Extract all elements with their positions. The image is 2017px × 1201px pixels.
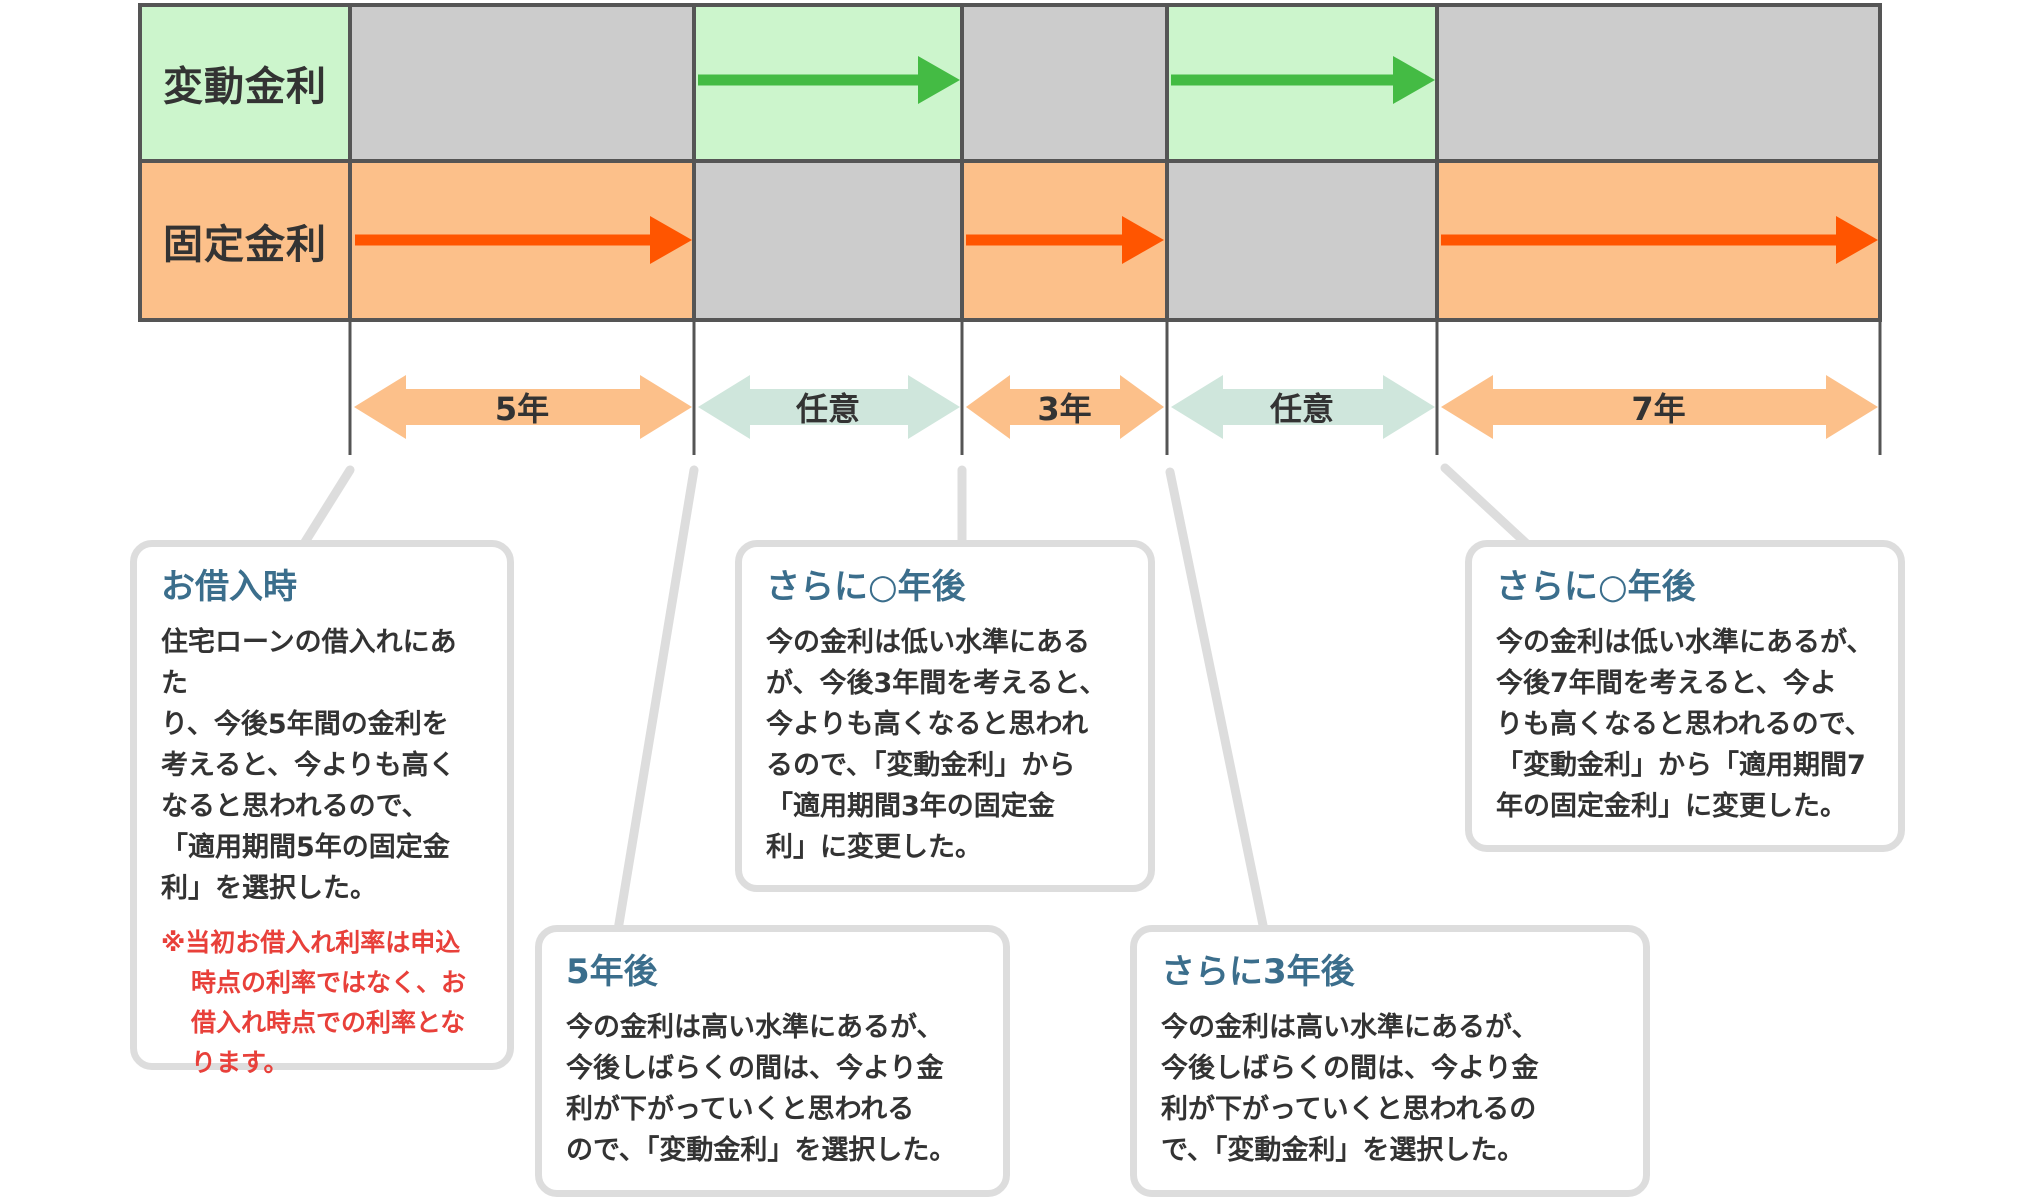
grid-lines (138, 3, 1882, 322)
fixed-rate-label: 固定金利 (163, 222, 327, 268)
callout-box-further-years-1: さらに○年後 今の金利は低い水準にある が、今後3年間を考えると、 今よりも高く… (735, 540, 1155, 892)
fixed-cell-4 (1167, 161, 1437, 320)
callout-body: 今の金利は高い水準にあるが、 今後しばらくの間は、今より金 利が下がっていくと思… (1161, 1011, 1539, 1166)
variable-arrow-1 (698, 56, 960, 104)
callout-box-further-3-years: さらに3年後 今の金利は高い水準にあるが、 今後しばらくの間は、今より金 利が下… (1130, 925, 1650, 1197)
callout-title: お借入時 (161, 567, 297, 607)
span-label-4: 任意 (1269, 390, 1334, 428)
span-label-5: 7年 (1631, 390, 1686, 428)
span-arrow-5 (1441, 375, 1878, 439)
fixed-cell-2 (694, 161, 962, 320)
span-arrow-3 (966, 375, 1164, 439)
callout-title: さらに○年後 (1496, 567, 1696, 607)
callout-note: ※当初お借入れ利率は申込 時点の利率ではなく、お 借入れ時点での利率とな ります… (161, 927, 467, 1077)
fixed-arrow-1 (355, 216, 692, 264)
variable-cell-1 (350, 5, 694, 161)
variable-rate-label: 変動金利 (163, 64, 327, 110)
span-arrow-4 (1171, 375, 1435, 439)
callout-body: 住宅ローンの借入れにあた り、今後5年間の金利を 考えると、今よりも高く なると… (161, 626, 457, 904)
callout-title: 5年後 (566, 952, 658, 992)
callout-title: さらに3年後 (1161, 952, 1355, 992)
variable-label-cell (140, 5, 350, 161)
callout-body: 今の金利は低い水準にある が、今後3年間を考えると、 今よりも高くなると思われ … (766, 626, 1107, 863)
tick-lines (348, 320, 1882, 455)
span-label-1: 5年 (494, 390, 550, 428)
callout-box-initial: お借入時 住宅ローンの借入れにあた り、今後5年間の金利を 考えると、今よりも高… (130, 540, 514, 1077)
fixed-arrow-2 (966, 216, 1164, 264)
variable-cell-5 (1437, 5, 1880, 161)
callout-connectors (295, 463, 1533, 940)
span-arrow-1 (354, 375, 692, 439)
span-label-2: 任意 (795, 390, 860, 428)
callout-box-further-years-2: さらに○年後 今の金利は低い水準にあるが、 今後7年間を考えると、今よ りも高く… (1465, 540, 1905, 852)
variable-cell-3 (962, 5, 1167, 161)
callout-body: 今の金利は低い水準にあるが、 今後7年間を考えると、今よ りも高くなると思われる… (1496, 626, 1874, 822)
callout-body: 今の金利は高い水準にあるが、 今後しばらくの間は、今より金 利が下がっていくと思… (566, 1011, 957, 1166)
callout-box-after-5-years: 5年後 今の金利は高い水準にあるが、 今後しばらくの間は、今より金 利が下がって… (535, 925, 1010, 1197)
fixed-arrow-3 (1441, 216, 1878, 264)
span-arrow-2 (698, 375, 960, 439)
callout-title: さらに○年後 (766, 567, 966, 607)
span-label-3: 3年 (1037, 390, 1092, 428)
fixed-label-cell (140, 161, 350, 320)
variable-arrow-2 (1171, 56, 1435, 104)
